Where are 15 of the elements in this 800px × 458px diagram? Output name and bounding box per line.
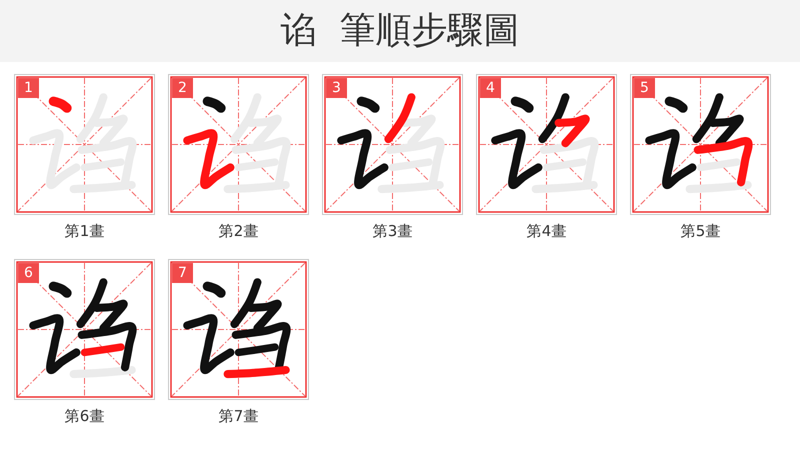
- step-caption: 第6畫: [64, 407, 106, 425]
- step-caption: 第2畫: [218, 222, 260, 240]
- step-number: 1: [18, 78, 39, 98]
- step-number: 6: [18, 263, 39, 283]
- step-caption: 第1畫: [64, 222, 106, 240]
- step-number: 4: [480, 78, 501, 98]
- step-caption: 第4畫: [526, 222, 568, 240]
- step-caption: 第7畫: [218, 407, 260, 425]
- page-title: 谄 筆順步驟圖: [279, 10, 521, 52]
- step-number: 7: [172, 263, 193, 283]
- step-caption: 第3畫: [372, 222, 414, 240]
- step-number: 5: [634, 78, 655, 98]
- step-number: 3: [326, 78, 347, 98]
- step-number: 2: [172, 78, 193, 98]
- step-caption: 第5畫: [680, 222, 722, 240]
